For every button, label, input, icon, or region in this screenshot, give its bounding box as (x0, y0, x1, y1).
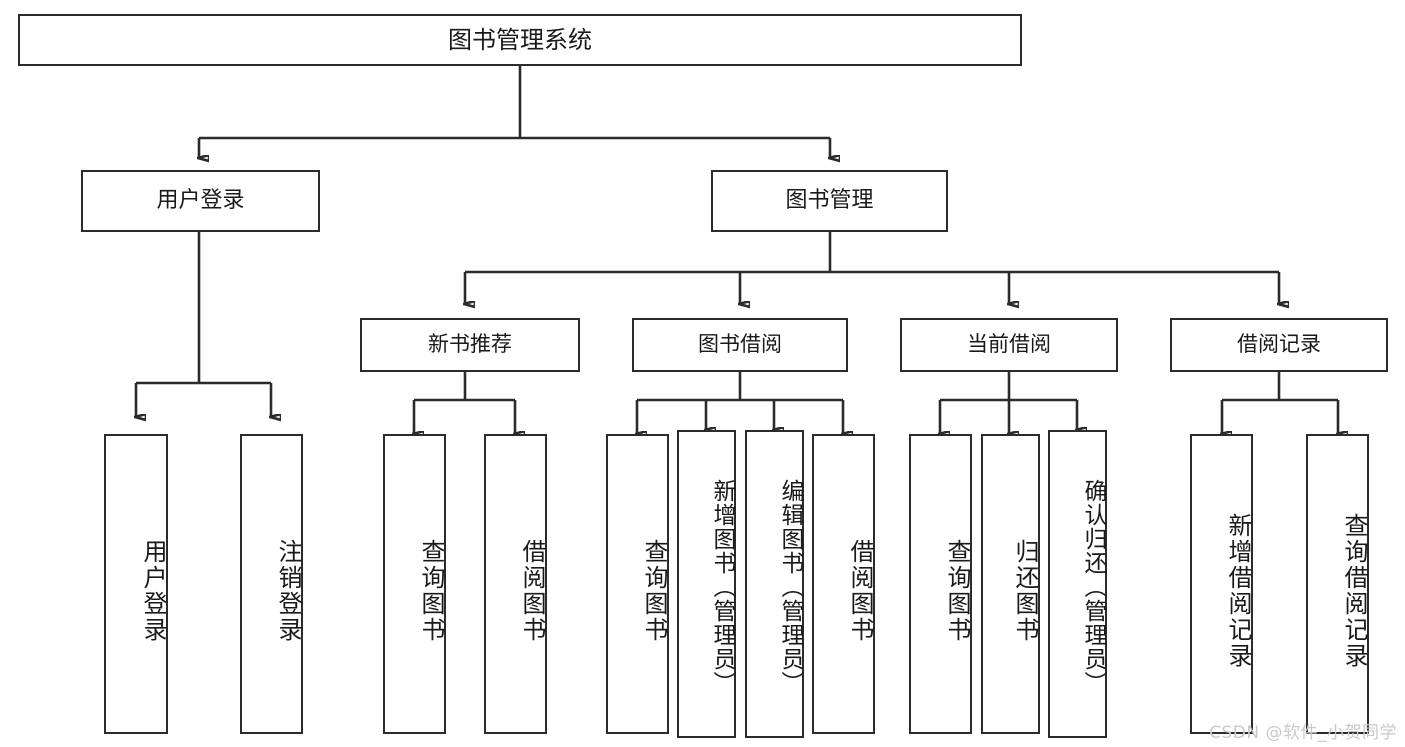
leaf-query-book-current[interactable]: 查询图书 (909, 434, 972, 734)
node-label: 用户登录 (156, 187, 245, 213)
leaf-query-book-recommend[interactable]: 查询图书 (383, 434, 446, 734)
node-label: 借阅图书 (846, 539, 874, 643)
leaf-user-login[interactable]: 用户登录 (104, 434, 168, 734)
node-label: 归还图书 (1011, 539, 1039, 643)
leaf-return-book[interactable]: 归还图书 (981, 434, 1040, 734)
node-book-borrow[interactable]: 图书借阅 (632, 318, 848, 372)
node-borrow-records[interactable]: 借阅记录 (1170, 318, 1388, 372)
node-label: 图书管理系统 (448, 25, 592, 54)
node-label: 编辑图书（管理员） (777, 479, 803, 695)
leaf-add-book-admin[interactable]: 新增图书（管理员） (677, 430, 736, 738)
node-label: 用户登录 (139, 539, 167, 643)
leaf-query-book-borrow[interactable]: 查询图书 (606, 434, 669, 734)
leaf-query-borrow-record[interactable]: 查询借阅记录 (1306, 434, 1369, 734)
node-label: 查询图书 (943, 539, 971, 643)
leaf-add-borrow-record[interactable]: 新增借阅记录 (1190, 434, 1253, 734)
node-label: 查询借阅记录 (1340, 513, 1368, 669)
csdn-watermark: CSDN @软件_小贺同学 (1209, 723, 1397, 743)
leaf-edit-book-admin[interactable]: 编辑图书（管理员） (745, 430, 804, 738)
leaf-borrow-book-recommend[interactable]: 借阅图书 (484, 434, 547, 734)
node-label: 新增借阅记录 (1224, 513, 1252, 669)
node-label: 当前借阅 (967, 332, 1051, 357)
node-user-login[interactable]: 用户登录 (81, 170, 320, 232)
node-label: 注销登录 (274, 539, 302, 643)
node-current-borrow[interactable]: 当前借阅 (900, 318, 1118, 372)
node-book-management[interactable]: 图书管理 (711, 170, 948, 232)
node-label: 查询图书 (640, 539, 668, 643)
node-label: 确认归还（管理员） (1080, 479, 1106, 695)
node-label: 新增图书（管理员） (709, 479, 735, 695)
node-label: 新书推荐 (428, 332, 512, 357)
node-new-book-recommend[interactable]: 新书推荐 (360, 318, 580, 372)
leaf-logout[interactable]: 注销登录 (240, 434, 303, 734)
node-label: 借阅图书 (518, 539, 546, 643)
leaf-borrow-book[interactable]: 借阅图书 (812, 434, 875, 734)
leaf-confirm-return-admin[interactable]: 确认归还（管理员） (1048, 430, 1107, 738)
node-label: 图书管理 (785, 187, 874, 213)
node-label: 借阅记录 (1237, 332, 1321, 357)
node-label: 查询图书 (417, 539, 445, 643)
node-root-book-management-system[interactable]: 图书管理系统 (18, 14, 1022, 66)
node-label: 图书借阅 (698, 332, 782, 357)
